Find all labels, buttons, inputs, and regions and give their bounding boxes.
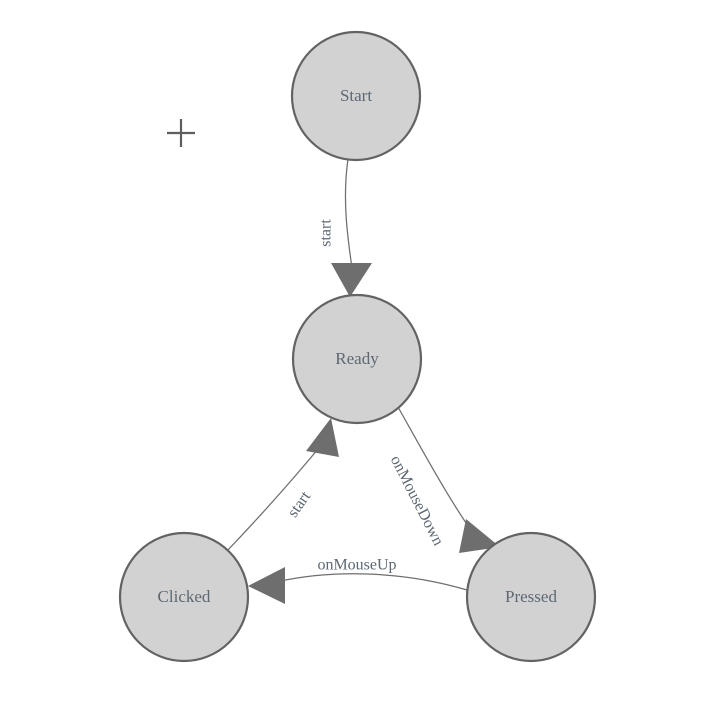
edge-clicked-ready-path[interactable] bbox=[226, 442, 324, 552]
crosshair-marker-icon bbox=[167, 119, 195, 147]
edge-start-ready-label: start bbox=[318, 219, 335, 247]
node-ready-circle[interactable] bbox=[291, 293, 423, 425]
edge-pressed-clicked-path[interactable] bbox=[275, 573, 468, 591]
node-ready-label: Ready bbox=[335, 349, 379, 368]
node-clicked-circle[interactable] bbox=[118, 531, 250, 663]
node-pressed-label: Pressed bbox=[505, 587, 557, 606]
edge-start-ready[interactable]: start bbox=[318, 158, 372, 297]
edge-ready-pressed[interactable]: onMouseDown bbox=[387, 406, 500, 553]
node-pressed-circle[interactable] bbox=[465, 531, 597, 663]
node-start-label: Start bbox=[340, 86, 372, 105]
edge-start-ready-path[interactable] bbox=[344, 158, 353, 269]
node-pressed[interactable]: Pressed bbox=[465, 531, 597, 663]
edge-pressed-clicked-arrowhead bbox=[248, 567, 285, 604]
node-ready[interactable]: Ready bbox=[291, 293, 423, 425]
node-clicked[interactable]: Clicked bbox=[118, 531, 250, 663]
edge-clicked-ready-label: start bbox=[284, 488, 314, 521]
node-layer: Start Ready Clicked Pressed bbox=[118, 30, 597, 663]
node-start[interactable]: Start bbox=[290, 30, 422, 162]
node-start-circle[interactable] bbox=[290, 30, 422, 162]
edge-clicked-ready-arrowhead bbox=[306, 418, 339, 457]
node-clicked-label: Clicked bbox=[158, 587, 211, 606]
edge-start-ready-arrowhead bbox=[331, 263, 372, 297]
edge-clicked-ready[interactable]: start bbox=[226, 418, 339, 552]
edge-pressed-clicked-label: onMouseUp bbox=[317, 557, 396, 574]
edge-pressed-clicked[interactable]: onMouseUp bbox=[248, 557, 468, 604]
edge-ready-pressed-label: onMouseDown bbox=[387, 453, 447, 549]
edge-ready-pressed-arrowhead bbox=[459, 519, 500, 553]
